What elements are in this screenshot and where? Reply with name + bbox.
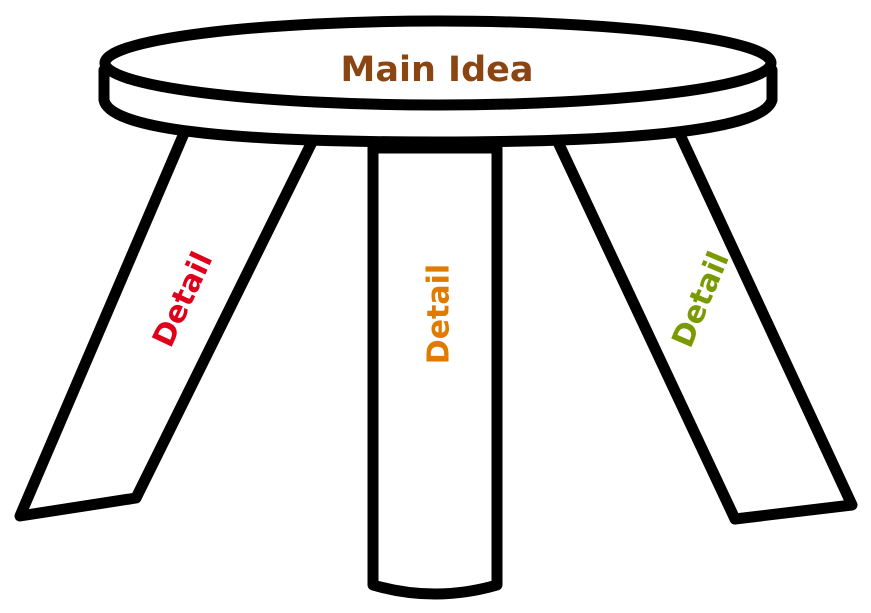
middle-leg — [373, 148, 497, 594]
middle-leg-detail-label: Detail — [422, 264, 457, 364]
main-idea-label: Main Idea — [341, 50, 534, 90]
